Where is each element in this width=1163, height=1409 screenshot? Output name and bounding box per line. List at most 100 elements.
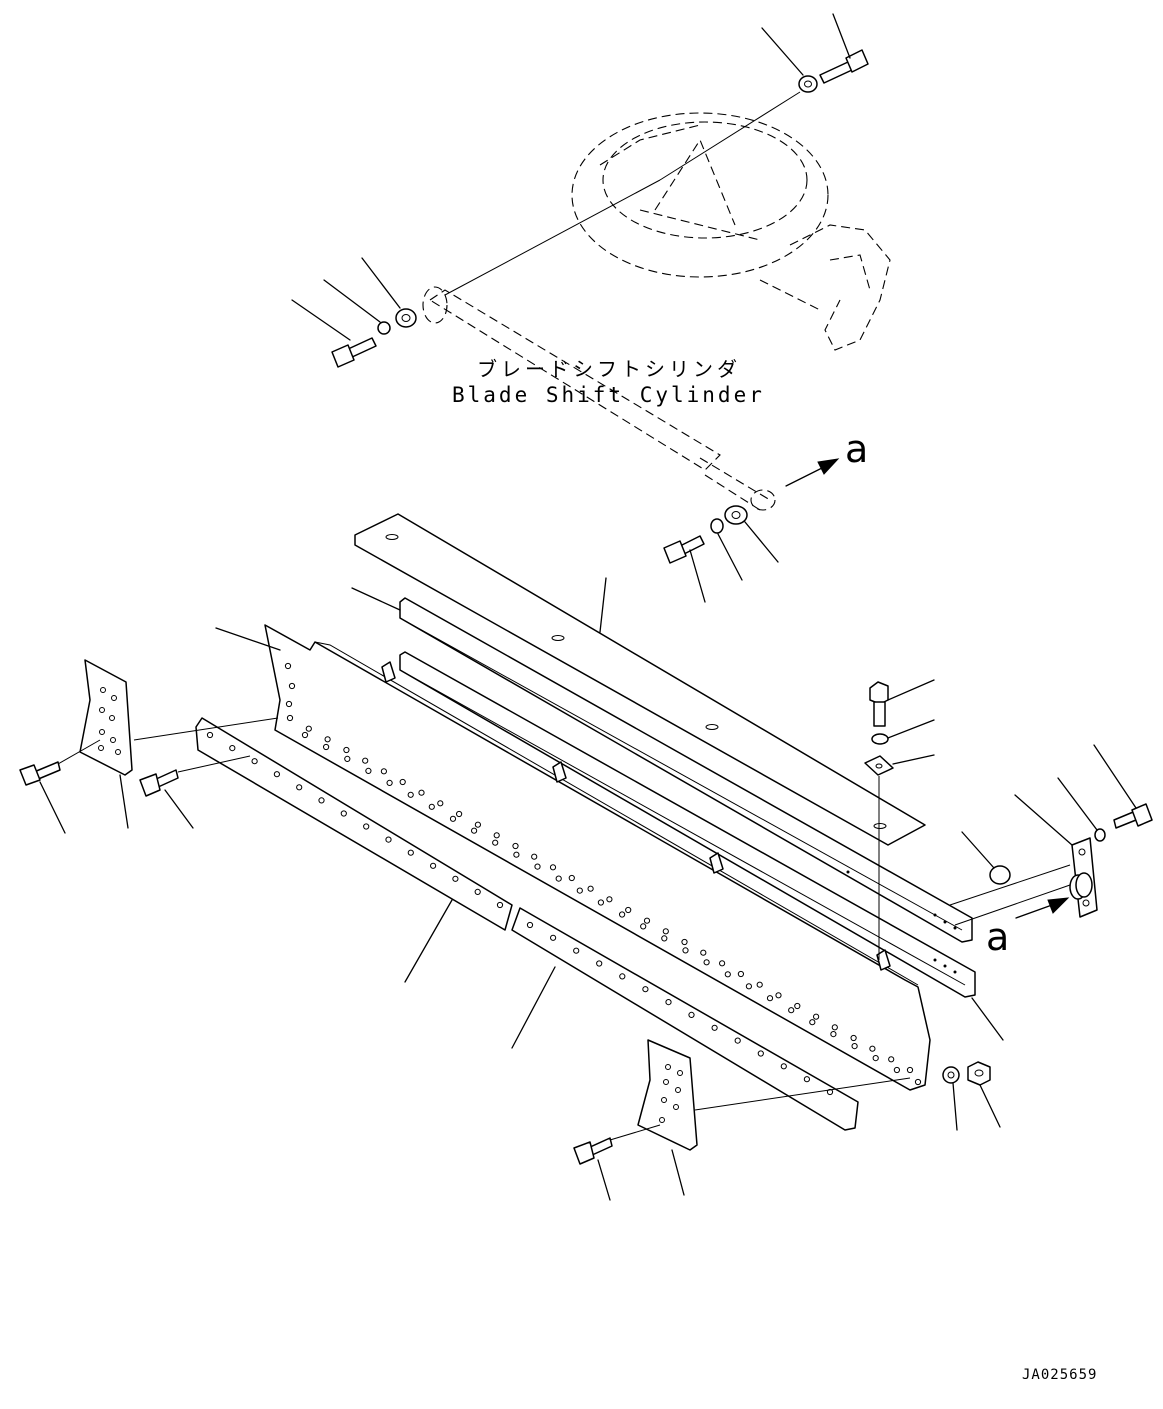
bolt-hole: [893, 1066, 901, 1074]
top-washer: [659, 27, 818, 181]
end-bit-left: [79, 659, 279, 829]
bolt-hole: [449, 815, 457, 822]
bolt-hole: [851, 1043, 858, 1050]
bracket-bolt-group: [961, 744, 1153, 885]
bolt-hole: [642, 986, 649, 993]
bolt-hole: [826, 1088, 834, 1096]
bolt-hole: [872, 1055, 879, 1062]
bolt-hole: [809, 1019, 816, 1026]
bolt-hole: [288, 682, 296, 690]
bolt-hole: [734, 1037, 741, 1044]
blade-shift-cylinder: [422, 179, 776, 511]
bolt-hole: [587, 885, 594, 892]
lock-washer-vertical: [871, 719, 935, 745]
rod-end-bolt: [663, 535, 706, 603]
clip-plate: [864, 754, 935, 960]
bolt-hole: [206, 731, 214, 739]
bolt-hole: [568, 874, 575, 882]
bolt-hole: [471, 827, 478, 834]
part-name-japanese: ブレードシフトシリンダ: [477, 357, 741, 381]
end-bracket-right: [949, 794, 1098, 926]
bolt-hole: [318, 797, 325, 804]
bolt-hole: [606, 896, 613, 903]
bolt-hole: [399, 778, 406, 786]
bolt-hole: [619, 911, 626, 918]
bolt-hole: [474, 888, 481, 896]
bolt-hole: [688, 1011, 695, 1019]
bolt-hole: [492, 839, 499, 846]
bolt-hole: [888, 1056, 895, 1063]
bolt-hole: [452, 875, 459, 882]
bolt-hole: [380, 768, 387, 775]
view-marker-a-top: a: [845, 427, 868, 471]
bolt-hole: [850, 1034, 857, 1042]
bolt-hole: [386, 779, 393, 787]
drawing-code: JA025659: [1022, 1367, 1097, 1383]
lock-washer-left: [323, 279, 391, 335]
upper-wear-strip: [351, 587, 973, 943]
bolt-hole: [493, 832, 500, 839]
part-name-english: Blade Shift Cylinder: [452, 383, 765, 407]
bolt-hole: [229, 745, 236, 752]
bolt-hole: [619, 973, 626, 980]
cylinder-bottom-pin-group: [291, 257, 417, 368]
top-plate: [354, 513, 926, 846]
bolt-hole: [737, 970, 745, 978]
bolt-hole: [324, 736, 331, 743]
bottom-right-fasteners: [942, 1061, 1001, 1131]
bolt-hole: [305, 725, 312, 732]
bolt-hole: [756, 981, 763, 988]
vertical-bolt: [869, 679, 935, 727]
bolt-hole: [496, 901, 504, 909]
bolt-hole: [681, 938, 688, 946]
bolt-hole: [794, 1002, 801, 1010]
bolt-hole: [643, 917, 651, 924]
rod-end-pin-group: [663, 505, 779, 603]
bolt-hole: [407, 791, 414, 798]
bolt-hole: [719, 960, 726, 967]
top-pin-bolt: [819, 13, 869, 84]
bolt-hole: [813, 1013, 820, 1020]
bolt-hole: [362, 757, 369, 764]
bolt-hole: [573, 947, 580, 954]
bolt-hole: [437, 800, 444, 807]
bolt-hole: [830, 1031, 837, 1038]
bolt-hole: [456, 810, 463, 818]
bolt-hole: [662, 928, 669, 935]
bolt-hole: [757, 1050, 764, 1057]
end-bit-right-bolt: [573, 1124, 661, 1201]
bolt-hole: [323, 743, 330, 751]
bolt-hole: [284, 662, 292, 670]
bolt-hole: [914, 1078, 922, 1086]
bolt-hole: [343, 746, 350, 754]
bolt-hole: [363, 823, 370, 830]
bolt-hole: [549, 864, 557, 871]
bolt-hole: [766, 995, 774, 1002]
bolt-hole: [869, 1045, 876, 1052]
bolt-hole: [576, 887, 583, 894]
bolt-hole: [661, 935, 668, 942]
bolt-hole: [407, 849, 414, 856]
bolt-hole: [251, 758, 258, 765]
bolt-hole: [273, 771, 280, 778]
bolt-hole: [682, 947, 689, 954]
blade-moldboard: [215, 624, 931, 1091]
bolt-hole: [831, 1024, 838, 1031]
bolt-hole: [703, 959, 710, 966]
bolt-hole: [555, 875, 562, 882]
washer-left: [361, 257, 417, 328]
blade-tabs: [381, 661, 891, 971]
bolt-hole: [625, 906, 632, 914]
bolt-hole: [531, 853, 538, 860]
bolt-hole: [526, 921, 534, 929]
bolt-hole: [745, 983, 753, 990]
bolt-hole: [365, 767, 372, 775]
bolt-hole: [906, 1066, 914, 1074]
bolt-hole: [534, 863, 541, 870]
bolt-hole: [775, 992, 782, 999]
bolt-hole: [724, 971, 731, 978]
rod-end-washer: [710, 518, 743, 581]
bolt-hole: [385, 836, 392, 843]
circle-frame: [571, 112, 891, 351]
blade-holes: [284, 662, 922, 1086]
